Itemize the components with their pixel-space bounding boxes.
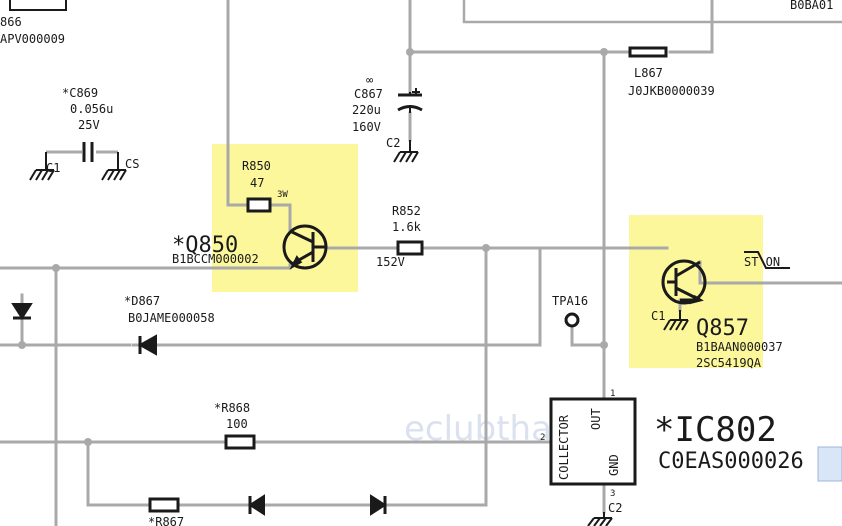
label-pin1: 1: [610, 389, 615, 399]
label-c1-q857: C1: [651, 309, 665, 323]
label-c867-val: 220u: [352, 103, 381, 117]
label-q857-ref: Q857: [696, 316, 749, 341]
label-l867-ref: L867: [634, 66, 663, 80]
label-r850-val: 47: [250, 176, 264, 190]
inductor-l867: [628, 46, 668, 58]
ic802-body: [549, 397, 637, 486]
label-ic802-ref: *IC802: [654, 410, 777, 450]
label-c1: C1: [46, 161, 60, 175]
highlight-q857: [629, 215, 763, 368]
resistor-r850: [246, 197, 272, 213]
resistor-r867: [148, 497, 180, 513]
label-c869-volt: 25V: [78, 118, 100, 132]
label-bubau-partial: B0BA01: [790, 0, 833, 12]
label-tl-ref: 866: [0, 15, 22, 29]
label-q857-part2: 2SC5419QA: [696, 356, 762, 370]
label-r868-ref: *R868: [214, 401, 250, 415]
diode-bottom-1: [240, 494, 270, 516]
label-pin2: 2: [540, 433, 545, 443]
diode-d867: [132, 334, 160, 356]
label-ic-out: OUT: [589, 408, 603, 430]
label-r868-val: 100: [226, 417, 248, 431]
st-on-signal: [744, 251, 790, 269]
transistor-q857: [661, 259, 707, 305]
label-c869-ref: *C869: [62, 86, 98, 100]
label-c867-mark: ∞: [366, 73, 373, 87]
label-c867-ref: C867: [354, 87, 383, 101]
testpoint-tpa16: [564, 312, 580, 328]
label-ic802-part: C0EAS000026: [658, 449, 804, 474]
resistor-r868: [224, 434, 256, 450]
diode-bottom-2: [365, 494, 395, 516]
label-c867-volt: 160V: [352, 120, 381, 134]
junction-dots: [18, 48, 608, 446]
label-c869-val: 0.056u: [70, 102, 113, 116]
label-q850-ref: *Q850: [172, 233, 238, 258]
label-r852-ref: R852: [392, 204, 421, 218]
label-l867-part: J0JKB0000039: [628, 84, 715, 98]
label-cs: CS: [125, 157, 139, 171]
capacitor-c869: [45, 142, 119, 170]
label-pin3: 3: [610, 489, 615, 499]
highlight-q850: [212, 144, 358, 292]
label-c2-top: C2: [386, 136, 400, 150]
label-c2-bottom: C2: [608, 501, 622, 515]
label-r850-watt: 3W: [277, 190, 288, 200]
label-ic-gnd: GND: [607, 454, 621, 476]
label-d867-part: B0JAME000058: [128, 311, 215, 325]
label-q850-part: B1BCCM000002: [172, 252, 259, 266]
label-d867-ref: *D867: [124, 294, 160, 308]
corner-icon-box: [817, 446, 842, 482]
label-tl-part: APV000009: [0, 32, 65, 46]
resistor-r852: [396, 240, 424, 256]
label-st-on: ST ON: [744, 255, 780, 269]
transistor-q850: [282, 224, 328, 270]
label-tpa16: TPA16: [552, 294, 588, 308]
label-r867-ref: *R867: [148, 515, 184, 526]
capacitor-c867: [397, 88, 423, 113]
label-152v: 152V: [376, 255, 405, 269]
label-q857-part1: B1BAAN000037: [696, 340, 783, 354]
label-r852-val: 1.6k: [392, 220, 422, 234]
label-r850-ref: R850: [242, 159, 271, 173]
diode-left: [11, 300, 33, 328]
label-ic-collector: COLLECTOR: [557, 414, 571, 480]
ground-symbols: [29, 140, 689, 526]
